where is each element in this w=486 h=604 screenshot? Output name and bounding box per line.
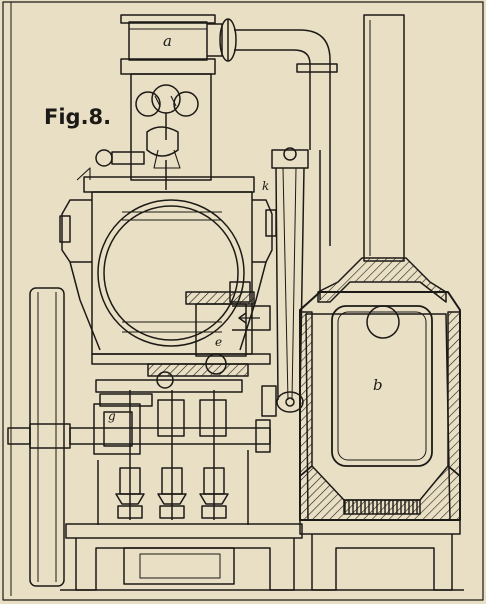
crankshaft [7, 385, 277, 453]
label-e: e [215, 335, 222, 349]
figure-title: Fig.8. [44, 105, 111, 129]
valve-gear [93, 353, 249, 525]
label-k: k [262, 179, 269, 193]
governor [95, 84, 199, 190]
flywheel [29, 287, 65, 587]
engine-base [60, 523, 303, 591]
cylinder-a [120, 14, 216, 181]
boiler-b [299, 14, 464, 591]
label-b: b [373, 376, 383, 394]
label-g: g [108, 409, 116, 423]
label-a: a [163, 32, 172, 50]
steam-pipe [207, 18, 338, 246]
